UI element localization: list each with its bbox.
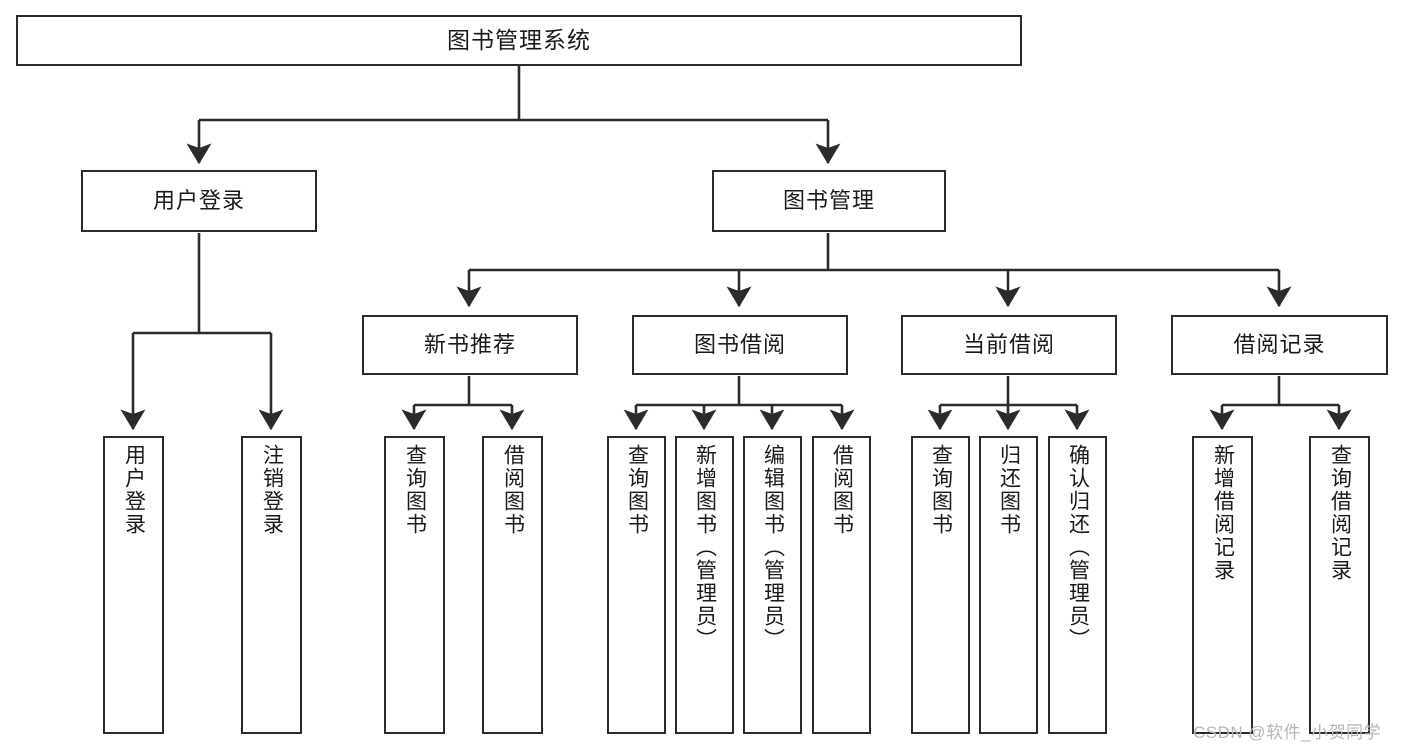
node-user-login[interactable]: 用户登录 <box>81 170 317 232</box>
node-borrow-record-label: 借阅记录 <box>1233 332 1326 358</box>
node-leaf-add-record-label: 新增借阅记录 <box>1211 444 1235 582</box>
node-borrow-record[interactable]: 借阅记录 <box>1171 315 1388 375</box>
node-leaf-query-book-3[interactable]: 查询图书 <box>911 436 970 734</box>
node-root-label: 图书管理系统 <box>447 26 591 53</box>
node-leaf-confirm-return[interactable]: 确认归还（管理员） <box>1048 436 1107 734</box>
node-leaf-add-book-label: 新增图书（管理员） <box>693 444 717 651</box>
node-new-book-recommend-label: 新书推荐 <box>423 332 516 358</box>
node-user-login-label: 用户登录 <box>152 188 245 214</box>
node-leaf-query-book-3-label: 查询图书 <box>929 444 953 536</box>
node-book-manage[interactable]: 图书管理 <box>712 170 946 232</box>
node-leaf-confirm-return-label: 确认归还（管理员） <box>1066 444 1090 651</box>
node-leaf-return-book-label: 归还图书 <box>997 444 1021 536</box>
node-leaf-query-record[interactable]: 查询借阅记录 <box>1309 436 1370 734</box>
node-leaf-edit-book[interactable]: 编辑图书（管理员） <box>743 436 802 734</box>
node-current-borrow[interactable]: 当前借阅 <box>901 315 1117 375</box>
node-leaf-borrow-book-2-label: 借阅图书 <box>830 444 854 536</box>
node-leaf-query-book-1[interactable]: 查询图书 <box>384 436 445 734</box>
node-leaf-user-login[interactable]: 用户登录 <box>103 436 164 734</box>
node-book-manage-label: 图书管理 <box>782 188 875 214</box>
node-new-book-recommend[interactable]: 新书推荐 <box>362 315 578 375</box>
node-leaf-query-book-1-label: 查询图书 <box>403 444 427 536</box>
node-leaf-add-record[interactable]: 新增借阅记录 <box>1192 436 1253 734</box>
csdn-watermark: CSDN @软件_小贺同学 <box>1193 723 1382 742</box>
node-leaf-return-book[interactable]: 归还图书 <box>979 436 1038 734</box>
node-leaf-add-book[interactable]: 新增图书（管理员） <box>675 436 734 734</box>
node-leaf-borrow-book-1-label: 借阅图书 <box>501 444 525 536</box>
node-book-borrow[interactable]: 图书借阅 <box>632 315 848 375</box>
node-leaf-query-book-2-label: 查询图书 <box>625 444 649 536</box>
node-leaf-query-record-label: 查询借阅记录 <box>1328 444 1352 582</box>
node-book-borrow-label: 图书借阅 <box>693 332 786 358</box>
node-leaf-user-login-label: 用户登录 <box>122 444 146 536</box>
node-leaf-edit-book-label: 编辑图书（管理员） <box>761 444 785 651</box>
node-leaf-query-book-2[interactable]: 查询图书 <box>607 436 666 734</box>
node-current-borrow-label: 当前借阅 <box>962 332 1055 358</box>
node-leaf-borrow-book-1[interactable]: 借阅图书 <box>482 436 543 734</box>
node-root[interactable]: 图书管理系统 <box>16 15 1022 66</box>
node-leaf-logout-login[interactable]: 注销登录 <box>241 436 302 734</box>
node-leaf-logout-login-label: 注销登录 <box>260 444 284 536</box>
node-leaf-borrow-book-2[interactable]: 借阅图书 <box>812 436 871 734</box>
